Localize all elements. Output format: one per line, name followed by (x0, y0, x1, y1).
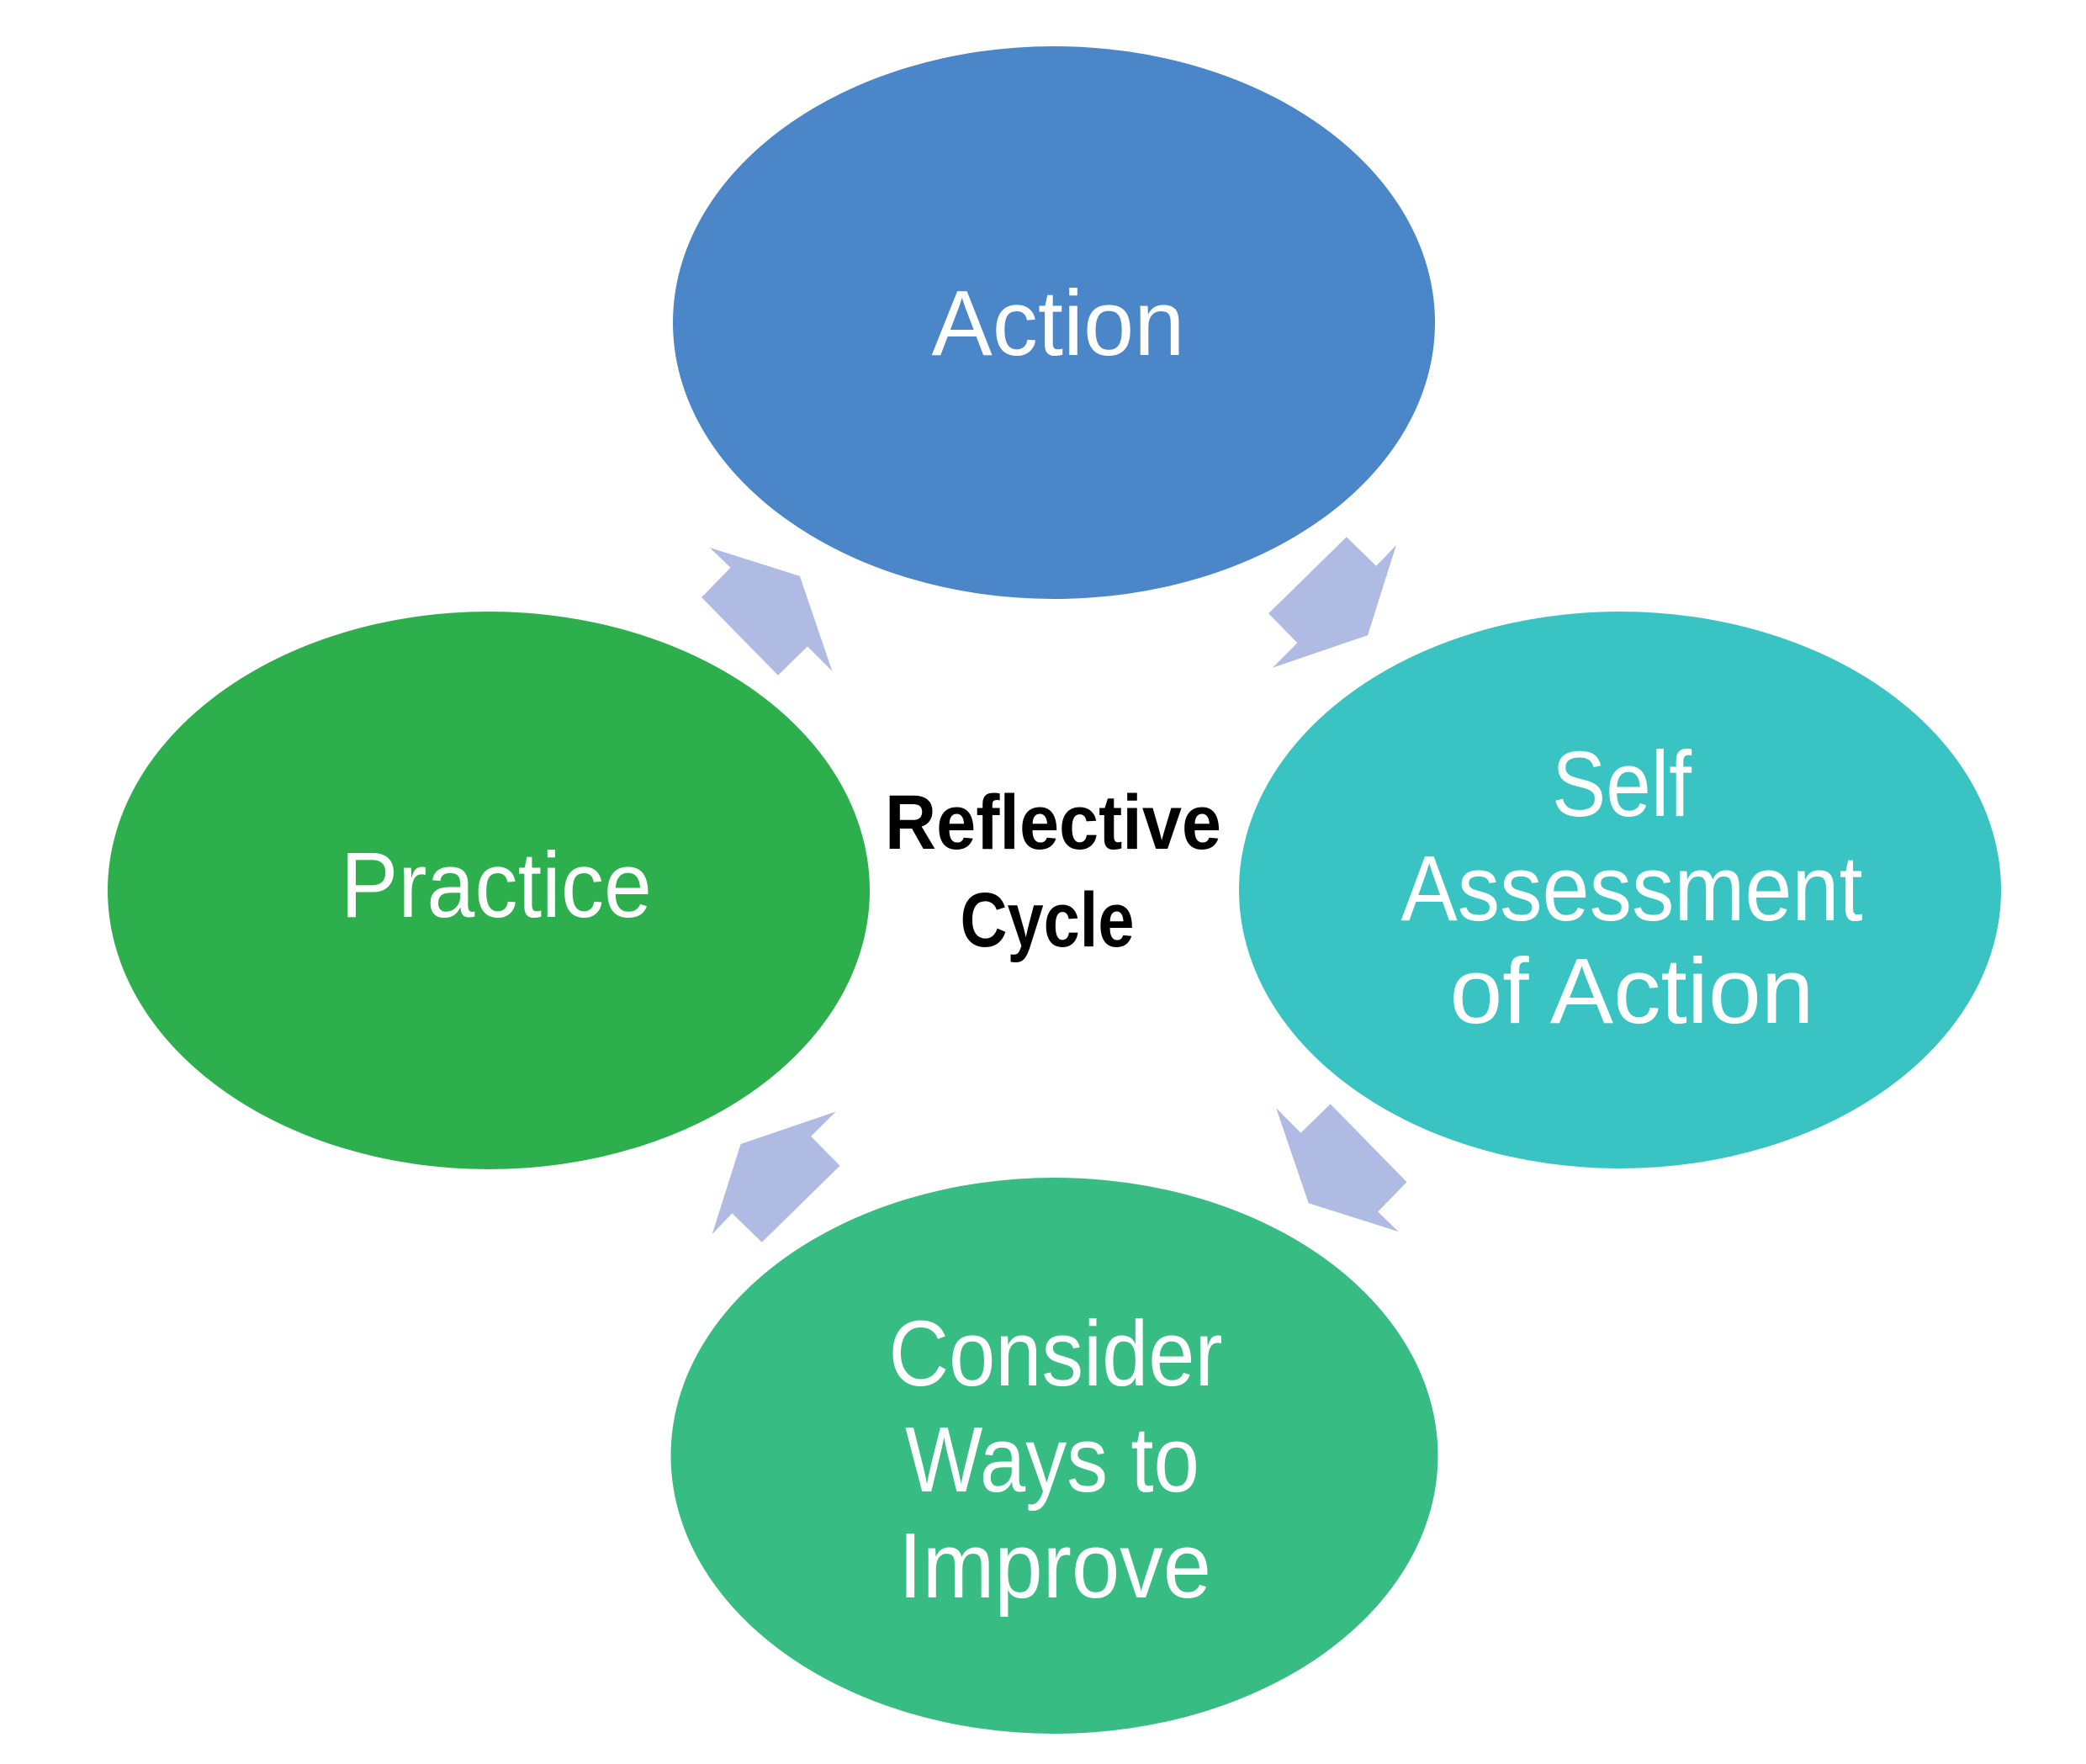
svg-text:Consider: Consider (889, 1302, 1223, 1406)
svg-text:of Action: of Action (1450, 940, 1814, 1043)
svg-text:Improve: Improve (898, 1514, 1211, 1618)
svg-text:Cycle: Cycle (961, 877, 1135, 963)
svg-text:Practice: Practice (341, 834, 652, 937)
svg-text:Reflective: Reflective (885, 780, 1221, 866)
svg-text:Self: Self (1552, 733, 1692, 836)
svg-text:Assessment: Assessment (1401, 837, 1863, 940)
svg-text:Ways to: Ways to (905, 1408, 1199, 1512)
svg-text:Action: Action (932, 272, 1185, 375)
